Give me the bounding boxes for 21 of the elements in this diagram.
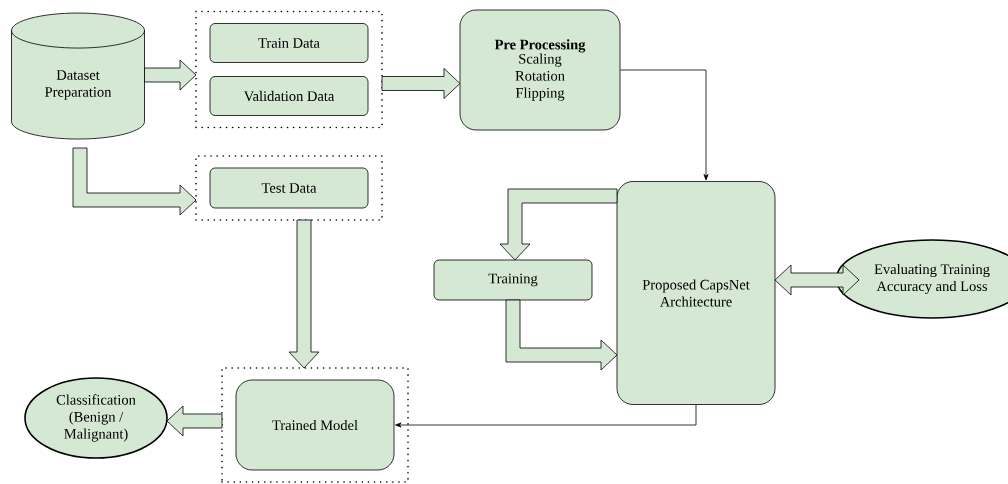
block-arrow [144,59,197,91]
block-arrow [381,68,461,99]
block-arrow [505,299,618,371]
process-box: Pre Processing Scaling Rotation Flipping [459,9,621,131]
dotted-group-box [221,367,409,483]
double-block-arrow [774,264,860,296]
arrow [395,404,697,428]
block-arrow [288,219,320,369]
process-box: Train Data [209,23,369,63]
process-box: Validation Data [209,76,369,116]
process-box: Test Data [209,167,369,209]
process-box: Trained Model [235,379,395,471]
block-arrow [72,147,197,216]
dotted-group-box [195,155,383,221]
arrow [620,69,709,181]
process-box: Training [433,259,593,301]
block-arrow [166,405,223,437]
database-cylinder: Dataset Preparation [11,12,145,140]
dotted-group-box [195,10,383,129]
process-box: Proposed CapsNet Architecture [616,181,776,405]
block-arrow [499,188,618,261]
